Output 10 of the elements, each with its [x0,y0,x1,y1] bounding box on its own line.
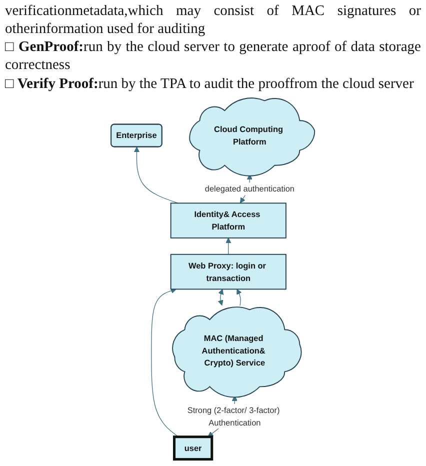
body-text: □ Verify Proof:run by the TPA to audit the prooffrom the cloud server [5,74,415,93]
node-box: Identity& Access Platform [170,202,287,238]
node-box: Web Proxy: login or transaction [170,254,287,290]
node-box: user [173,435,214,460]
arrow [226,237,232,254]
arrow [218,288,224,306]
arrow [151,288,179,437]
edge-label: delegated authentication [205,183,295,193]
arrow [236,288,242,306]
edge-label: Strong (2-factor/ 3-factor) Authentication [188,404,280,427]
